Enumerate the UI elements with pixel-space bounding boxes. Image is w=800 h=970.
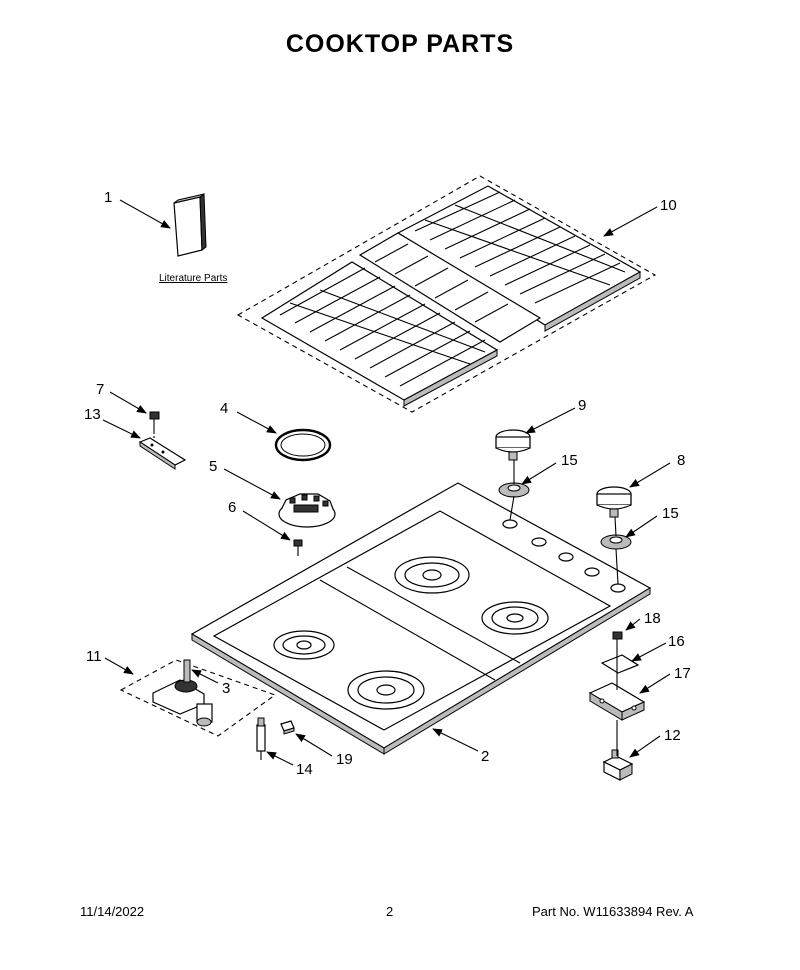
footer-page-number: 2 xyxy=(386,904,394,919)
callout-18: 18 xyxy=(644,610,661,627)
callout-19: 19 xyxy=(336,751,353,768)
grates-part xyxy=(236,175,657,413)
callout-2: 2 xyxy=(481,748,489,765)
igniter-part xyxy=(256,717,266,760)
callout-14: 14 xyxy=(296,761,313,778)
bezel-part-lower xyxy=(600,534,632,550)
literature-book-part xyxy=(173,193,207,257)
callout-3: 3 xyxy=(222,680,230,697)
cooktop-part xyxy=(190,482,652,755)
callout-11: 11 xyxy=(86,648,102,665)
mounting-bracket-part xyxy=(138,437,187,470)
callout-8: 8 xyxy=(677,452,685,469)
literature-parts-label: Literature Parts xyxy=(159,273,227,284)
callout-15-lower: 15 xyxy=(662,505,679,522)
switch-screw-part xyxy=(612,631,623,652)
callout-13: 13 xyxy=(84,406,101,423)
switch-bracket-part xyxy=(588,682,646,721)
alignment-lines xyxy=(153,432,619,756)
callout-1: 1 xyxy=(104,189,112,206)
valve-assembly-part xyxy=(119,659,277,737)
callout-5: 5 xyxy=(209,458,217,475)
burner-screw-part xyxy=(293,539,303,556)
callout-9: 9 xyxy=(578,397,586,414)
footer-date: 11/14/2022 xyxy=(80,904,145,919)
callout-17: 17 xyxy=(674,665,691,682)
knob-part-lower xyxy=(596,486,632,518)
callout-10: 10 xyxy=(660,197,677,214)
bezel-part-upper xyxy=(498,482,530,498)
burner-base-part xyxy=(278,493,336,528)
bracket-screw-part xyxy=(149,411,160,432)
callout-15-upper: 15 xyxy=(561,452,578,469)
callout-4: 4 xyxy=(220,400,228,417)
gasket-ring-part xyxy=(274,428,332,462)
callout-7: 7 xyxy=(96,381,104,398)
callout-12: 12 xyxy=(664,727,681,744)
knob-part-upper xyxy=(495,429,531,461)
page-title: COOKTOP PARTS xyxy=(285,30,515,58)
footer-part-number: Part No. W11633894 Rev. A xyxy=(532,904,694,919)
insulator-part xyxy=(600,654,640,674)
leader-lines xyxy=(102,199,671,766)
igniter-clip-part xyxy=(280,720,295,735)
callout-6: 6 xyxy=(228,499,236,516)
rotary-switch-part xyxy=(602,749,634,781)
callout-16: 16 xyxy=(668,633,685,650)
